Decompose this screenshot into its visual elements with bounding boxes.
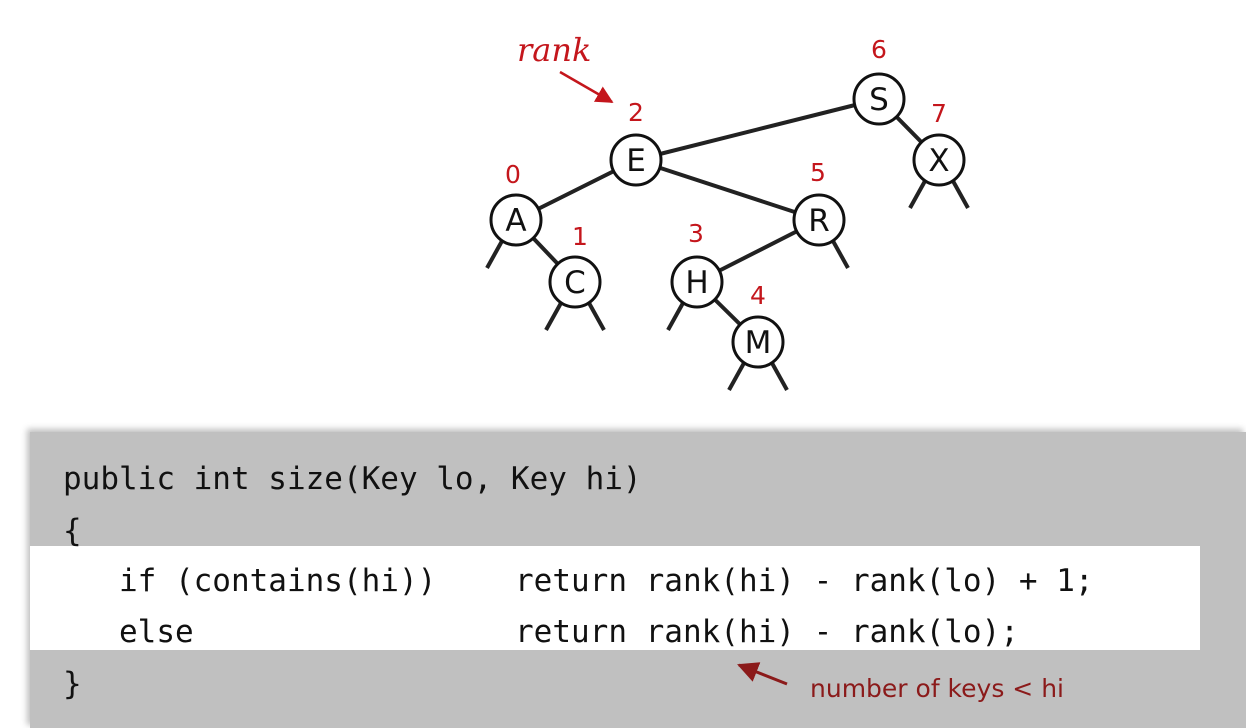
code-else-keyword: else — [63, 614, 194, 650]
code-line-else: else return rank(hi) - rank(lo); — [63, 608, 1019, 656]
code-line-close-brace: } — [63, 666, 82, 702]
note-arrow-icon — [737, 662, 788, 686]
null-link-x-0 — [908, 180, 927, 209]
null-link-a-0 — [485, 240, 504, 269]
null-link-m-0 — [727, 362, 746, 391]
null-link-x-1 — [951, 180, 970, 209]
rank-label-s: 6 — [871, 35, 887, 64]
node-key-r: R — [808, 203, 830, 239]
node-key-s: S — [869, 82, 889, 118]
null-link-h-0 — [666, 302, 685, 331]
code-else-return: return rank(hi) - rank(lo); — [515, 614, 1019, 650]
code-line-if: if (contains(hi)) return rank(hi) - rank(… — [63, 557, 1094, 605]
rank-label-c: 1 — [572, 222, 588, 251]
node-s: S6 — [852, 35, 906, 126]
node-m: M4 — [731, 281, 785, 369]
rank-label-x: 7 — [931, 99, 947, 128]
edge-s-e — [635, 97, 880, 162]
rank-label-e: 2 — [628, 98, 644, 127]
node-key-m: M — [745, 325, 772, 361]
rank-annotation-label: rank — [517, 31, 591, 69]
node-c: C1 — [548, 222, 602, 309]
edge-e-r — [635, 158, 820, 222]
code-panel: public int size(Key lo, Key hi) { if (co… — [30, 432, 1246, 728]
node-circle-h — [670, 255, 724, 309]
null-link-c-0 — [544, 302, 563, 331]
node-key-a: A — [505, 203, 526, 239]
node-circle-r — [792, 193, 846, 247]
code-line-open-brace: { — [63, 513, 82, 549]
node-circle-s — [852, 72, 906, 126]
rank-annotation: rank — [517, 31, 614, 104]
null-links — [485, 180, 970, 391]
node-key-h: H — [685, 265, 708, 301]
code-line-signature: public int size(Key lo, Key hi) — [63, 461, 642, 497]
rank-label-r: 5 — [810, 158, 826, 187]
node-h: H3 — [670, 219, 724, 309]
code-if-condition: if (contains(hi)) — [63, 563, 437, 599]
node-a: A0 — [489, 160, 543, 247]
code-if-return: return rank(hi) - rank(lo) + 1; — [515, 563, 1094, 599]
note-label: number of keys < hi — [810, 674, 1064, 703]
node-e: E2 — [609, 98, 663, 187]
highlighted-code-lines — [30, 546, 1200, 650]
rank-label-m: 4 — [750, 281, 766, 310]
node-key-e: E — [626, 143, 646, 179]
node-circle-m — [731, 315, 785, 369]
null-link-c-1 — [587, 302, 606, 331]
null-link-m-1 — [770, 362, 789, 391]
rank-label-h: 3 — [688, 219, 704, 248]
node-key-x: X — [928, 143, 949, 179]
rank-annotation-arrow — [559, 70, 614, 104]
rank-label-a: 0 — [505, 160, 521, 189]
null-link-r-0 — [831, 240, 850, 269]
node-x: X7 — [912, 99, 966, 187]
node-r: R5 — [792, 158, 846, 247]
node-circle-x — [912, 133, 966, 187]
node-circle-a — [489, 193, 543, 247]
node-circle-e — [609, 133, 663, 187]
node-circle-c — [548, 255, 602, 309]
node-key-c: C — [564, 265, 586, 301]
